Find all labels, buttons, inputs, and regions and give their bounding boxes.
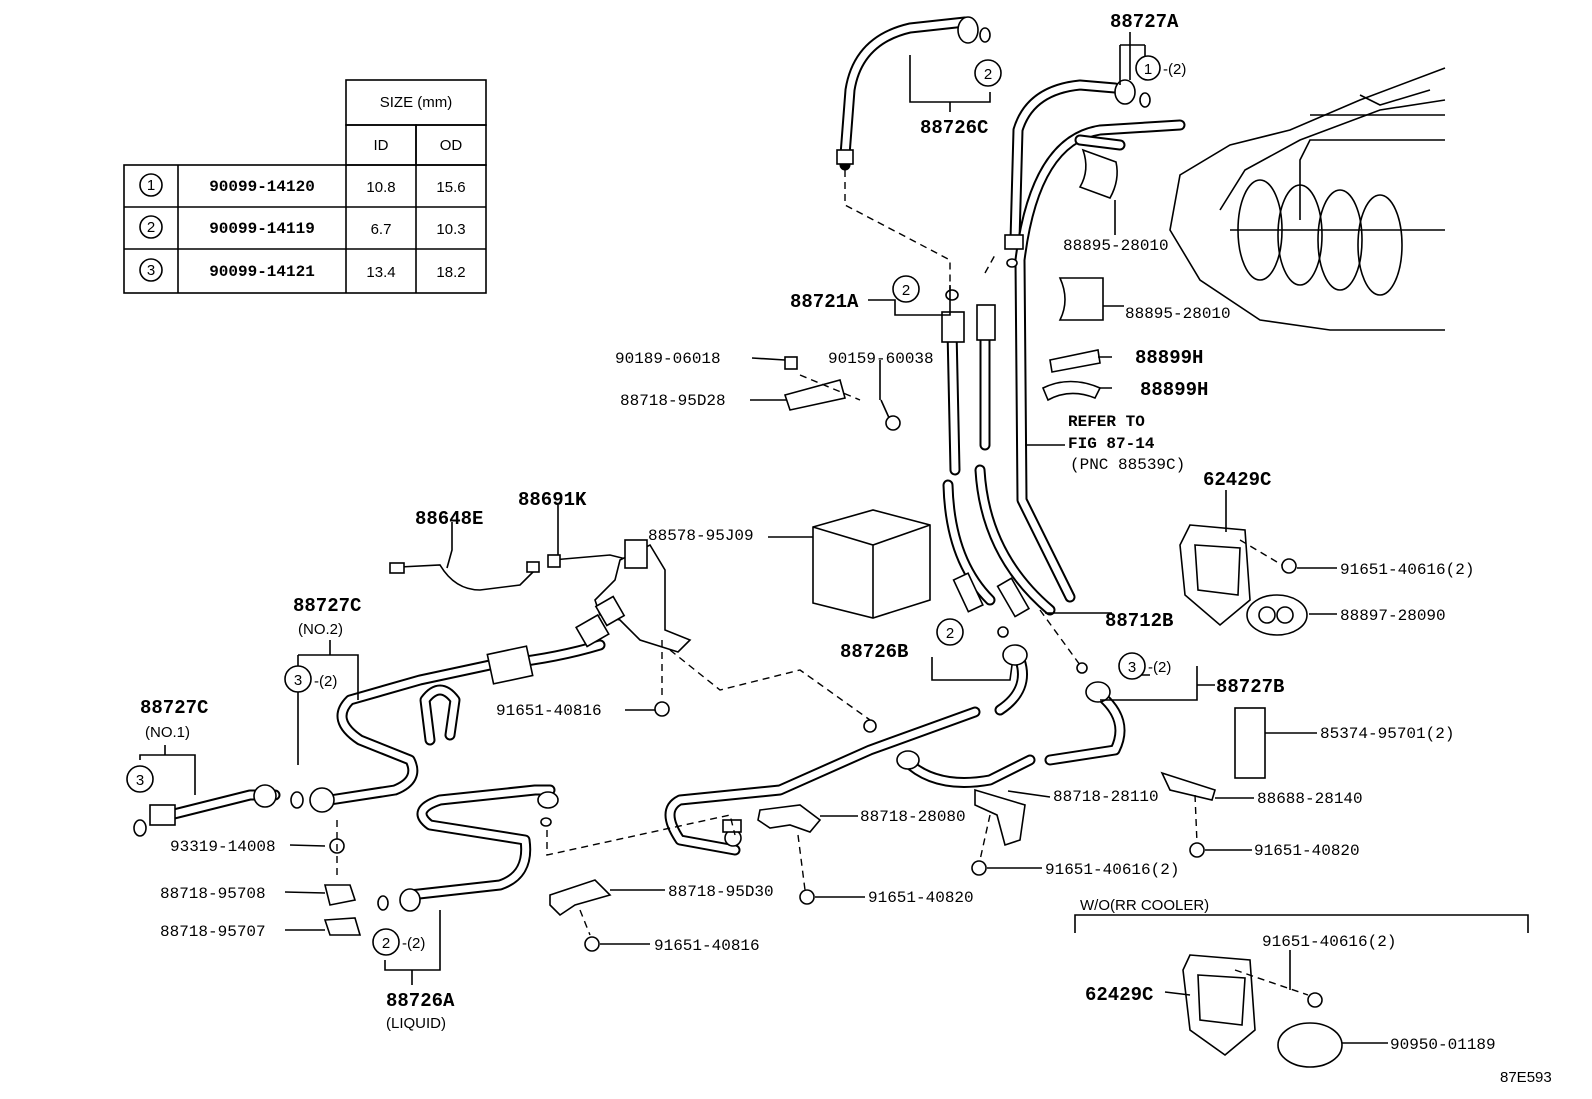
label-88895-28010-a: 88895-28010 [1063,237,1169,255]
label-88727C-no1: 88727C [140,697,208,719]
label-no1: (NO.1) [145,724,190,741]
label-90189-06018: 90189-06018 [615,350,721,368]
label-no2: (NO.2) [298,621,343,638]
label-3-qty-a: -(2) [314,673,337,690]
callout-1-88727A: 1 [1144,61,1152,78]
label-88718-28110: 88718-28110 [1053,788,1159,806]
part-labels: 88727A -(2) 88726C 88895-28010 88895-280… [140,11,1552,1086]
label-88895-28010-b: 88895-28010 [1125,305,1231,323]
label-88899H-b: 88899H [1140,379,1208,401]
od-header: OD [440,137,463,154]
pipes [164,16,1186,901]
label-88727C-no2: 88727C [293,595,361,617]
label-88691K: 88691K [518,489,587,511]
label-62429C-top: 62429C [1203,469,1271,491]
table-od-2: 10.3 [436,221,465,238]
label-88718-95707: 88718-95707 [160,923,266,941]
label-91651-40820-b: 91651-40820 [868,889,974,907]
table-od-3: 18.2 [436,264,465,281]
label-88897-28090: 88897-28090 [1340,607,1446,625]
callouts: 2 1 2 2 3 3 3 2 [126,55,1161,956]
table-part-3: 90099-14121 [209,263,315,281]
refer-line-1: REFER TO [1068,413,1145,431]
label-91651-40616-a: 91651-40616(2) [1340,561,1474,579]
callout-2-88726B: 2 [946,625,954,642]
table-od-1: 15.6 [436,179,465,196]
label-wo-rr-cooler: W/O(RR COOLER) [1080,897,1209,914]
label-88718-95708: 88718-95708 [160,885,266,903]
label-91651-40616-b: 91651-40616(2) [1045,861,1179,879]
callout-2-88721A: 2 [902,282,910,299]
leader-lines [139,32,1529,1044]
refer-line-3: (PNC 88539C) [1070,456,1185,474]
label-91651-40816-a: 91651-40816 [496,702,602,720]
label-88718-28080: 88718-28080 [860,808,966,826]
label-88899H-a: 88899H [1135,347,1203,369]
size-table: SIZE (mm) ID OD 1 90099-14120 10.8 15.6 … [123,79,487,294]
table-part-2: 90099-14119 [209,220,315,238]
label-88727A-qty: -(2) [1163,61,1186,78]
label-85374-95701: 85374-95701(2) [1320,725,1454,743]
evaporator-unit-drawing [1169,67,1446,331]
dashed-guide-lines [336,170,1309,996]
label-91651-40616-c: 91651-40616(2) [1262,933,1396,951]
size-header: SIZE (mm) [380,94,453,111]
callout-3-88727C-no1: 3 [136,772,144,789]
figure-code: 87E593 [1500,1069,1552,1086]
fittings [133,16,1343,1068]
label-93319-14008: 93319-14008 [170,838,276,856]
label-88712B: 88712B [1105,610,1173,632]
label-88726B: 88726B [840,641,908,663]
label-liquid: (LIQUID) [386,1015,446,1032]
label-62429C-bottom: 62429C [1085,984,1153,1006]
label-88718-95D30: 88718-95D30 [668,883,774,901]
cooling-unit-box [812,509,931,619]
id-header: ID [374,137,389,154]
table-id-3: 13.4 [366,264,395,281]
callout-3-88727B: 3 [1128,659,1136,676]
label-3-qty-b: -(2) [1148,659,1171,676]
callout-2-88726C: 2 [984,66,992,83]
label-88718-95D28: 88718-95D28 [620,392,726,410]
table-id-1: 10.8 [366,179,395,196]
label-88726A: 88726A [386,990,455,1012]
callout-2-88726A: 2 [382,935,390,952]
table-ref-1: 1 [147,177,155,194]
table-ref-2: 2 [147,219,155,236]
label-88727A: 88727A [1110,11,1179,33]
label-88727B: 88727B [1216,676,1284,698]
label-90159-60038: 90159-60038 [828,350,934,368]
table-ref-3: 3 [147,262,155,279]
label-88648E: 88648E [415,508,483,530]
table-part-1: 90099-14120 [209,178,315,196]
label-88578-95J09: 88578-95J09 [648,527,754,545]
label-90950-01189: 90950-01189 [1390,1036,1496,1054]
label-88726C: 88726C [920,117,988,139]
refer-line-2: FIG 87-14 [1068,435,1155,453]
label-2-qty: -(2) [402,935,425,952]
label-88721A: 88721A [790,291,859,313]
label-91651-40816-b: 91651-40816 [654,937,760,955]
label-91651-40820-a: 91651-40820 [1254,842,1360,860]
label-88688-28140: 88688-28140 [1257,790,1363,808]
callout-3-88727C-no2: 3 [294,672,302,689]
table-id-2: 6.7 [371,221,392,238]
